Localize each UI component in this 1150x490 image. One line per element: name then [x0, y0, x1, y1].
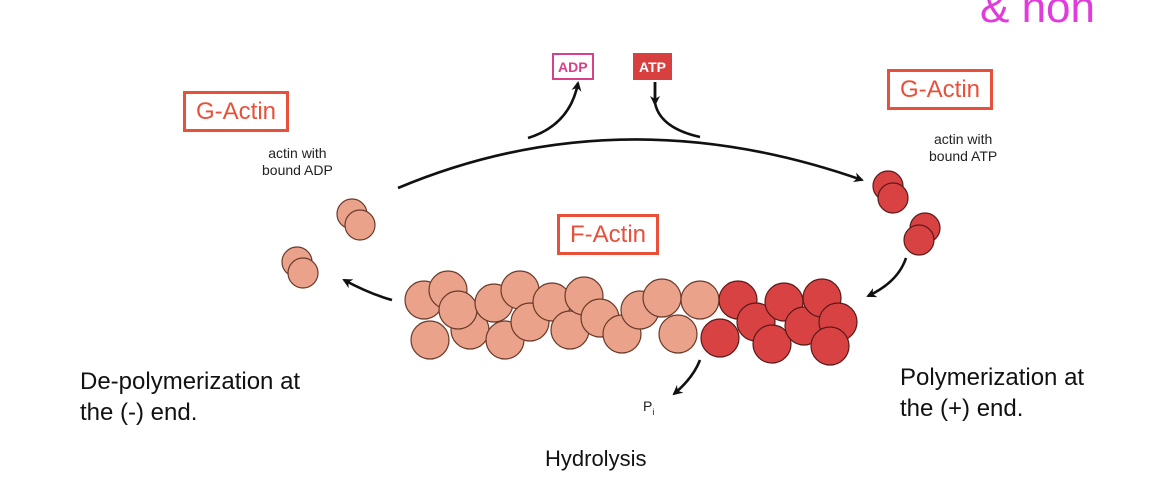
atp-tag: ATP [633, 53, 672, 80]
depolymerization-arrow [342, 278, 393, 302]
depolymerization-caption: De-polymerization at the (-) end. [80, 366, 300, 428]
f-actin-filament [404, 270, 858, 366]
adp-tag: ADP [552, 53, 594, 80]
polymerization-arrow [866, 257, 908, 298]
poly-line1: Polymerization at [900, 364, 1085, 391]
filament-adp-subunits [404, 270, 720, 360]
phosphate-sub: i [652, 406, 655, 417]
polymerization-caption: Polymerization at the (+) end. [900, 362, 1084, 424]
atp-caption-line1: actin with [933, 131, 993, 147]
depoly-line2: the (-) end. [80, 399, 198, 426]
g-actin-right-label: G-Actin [887, 69, 994, 110]
phosphate-label: Pi [643, 398, 654, 417]
corner-title-fragment: & non [980, 0, 1095, 32]
filament-atp-subunits [700, 278, 858, 366]
hydrolysis-arrow [672, 359, 702, 396]
adp-release-arrow [527, 81, 582, 140]
g-actin-atp-monomers [872, 170, 941, 256]
atp-caption-line2: bound ATP [929, 148, 998, 164]
g-actin-adp-monomers [281, 198, 376, 289]
g-actin-left-label: G-Actin [183, 91, 290, 132]
atp-uptake-arrow [653, 82, 701, 139]
hydrolysis-label: Hydrolysis [545, 446, 647, 471]
poly-line2: the (+) end. [900, 395, 1024, 422]
adp-caption-line1: actin with [268, 145, 327, 161]
exchange-arc-arrow [397, 138, 864, 190]
adp-caption: actin with bound ADP [262, 145, 333, 179]
f-actin-label: F-Actin [557, 214, 660, 255]
adp-caption-line2: bound ADP [262, 162, 333, 178]
atp-caption: actin with bound ATP [929, 131, 997, 165]
phosphate-main: P [643, 398, 653, 414]
depoly-line1: De-polymerization at [80, 368, 301, 395]
